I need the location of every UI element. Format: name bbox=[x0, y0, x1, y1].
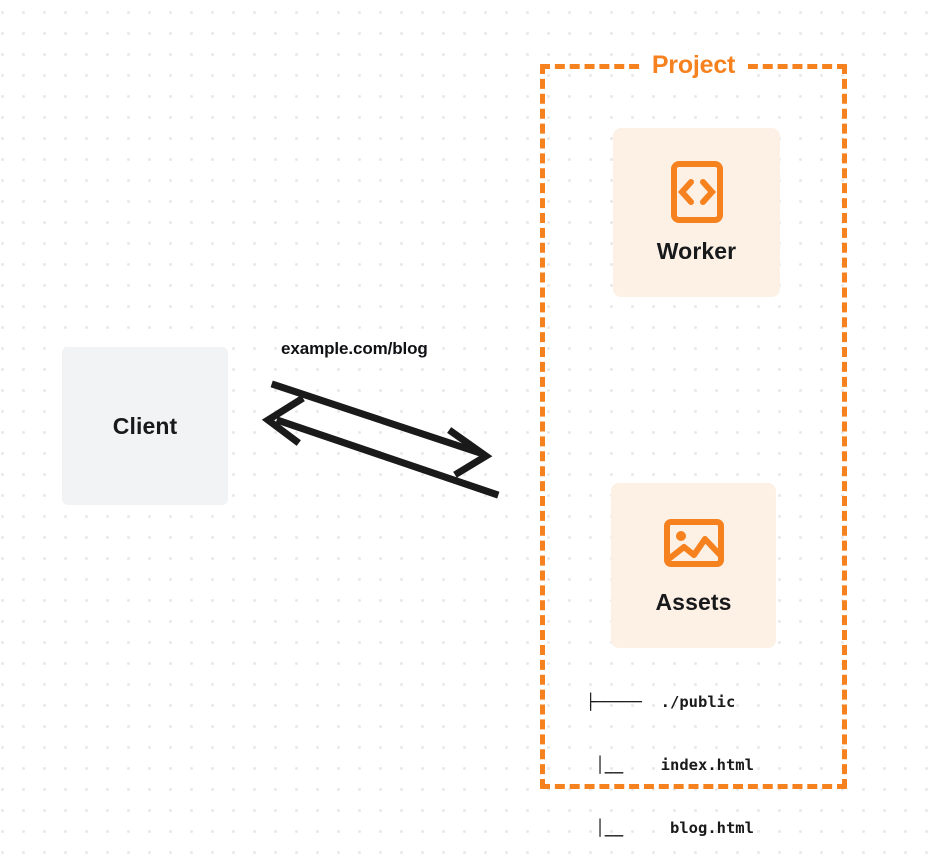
tree-prefix: │__ bbox=[586, 819, 624, 837]
worker-node[interactable]: Worker bbox=[613, 128, 780, 297]
image-icon bbox=[663, 519, 724, 567]
project-title: Project bbox=[651, 51, 736, 79]
response-arrow bbox=[261, 395, 500, 499]
assets-node[interactable]: Assets bbox=[611, 483, 776, 648]
assets-label: Assets bbox=[655, 589, 732, 615]
worker-label: Worker bbox=[656, 238, 737, 264]
project-title-backdrop bbox=[640, 53, 748, 77]
code-brackets-icon bbox=[670, 161, 723, 223]
tree-prefix: ├───── bbox=[586, 693, 642, 711]
tree-row: ├───── ./public bbox=[586, 692, 754, 713]
tree-name: ./public bbox=[642, 693, 736, 711]
assets-file-tree: ├───── ./public │__ index.html │__ blog.… bbox=[586, 650, 754, 860]
tree-row: │__ blog.html bbox=[586, 818, 754, 839]
client-label: Client bbox=[112, 412, 178, 439]
connection-label: example.com/blog bbox=[281, 339, 428, 358]
tree-name: index.html bbox=[623, 756, 754, 774]
tree-prefix: │__ bbox=[586, 756, 624, 774]
tree-row: │__ index.html bbox=[586, 755, 754, 776]
request-arrow bbox=[270, 380, 493, 478]
tree-name: blog.html bbox=[623, 819, 754, 837]
client-node[interactable]: Client bbox=[62, 347, 228, 505]
